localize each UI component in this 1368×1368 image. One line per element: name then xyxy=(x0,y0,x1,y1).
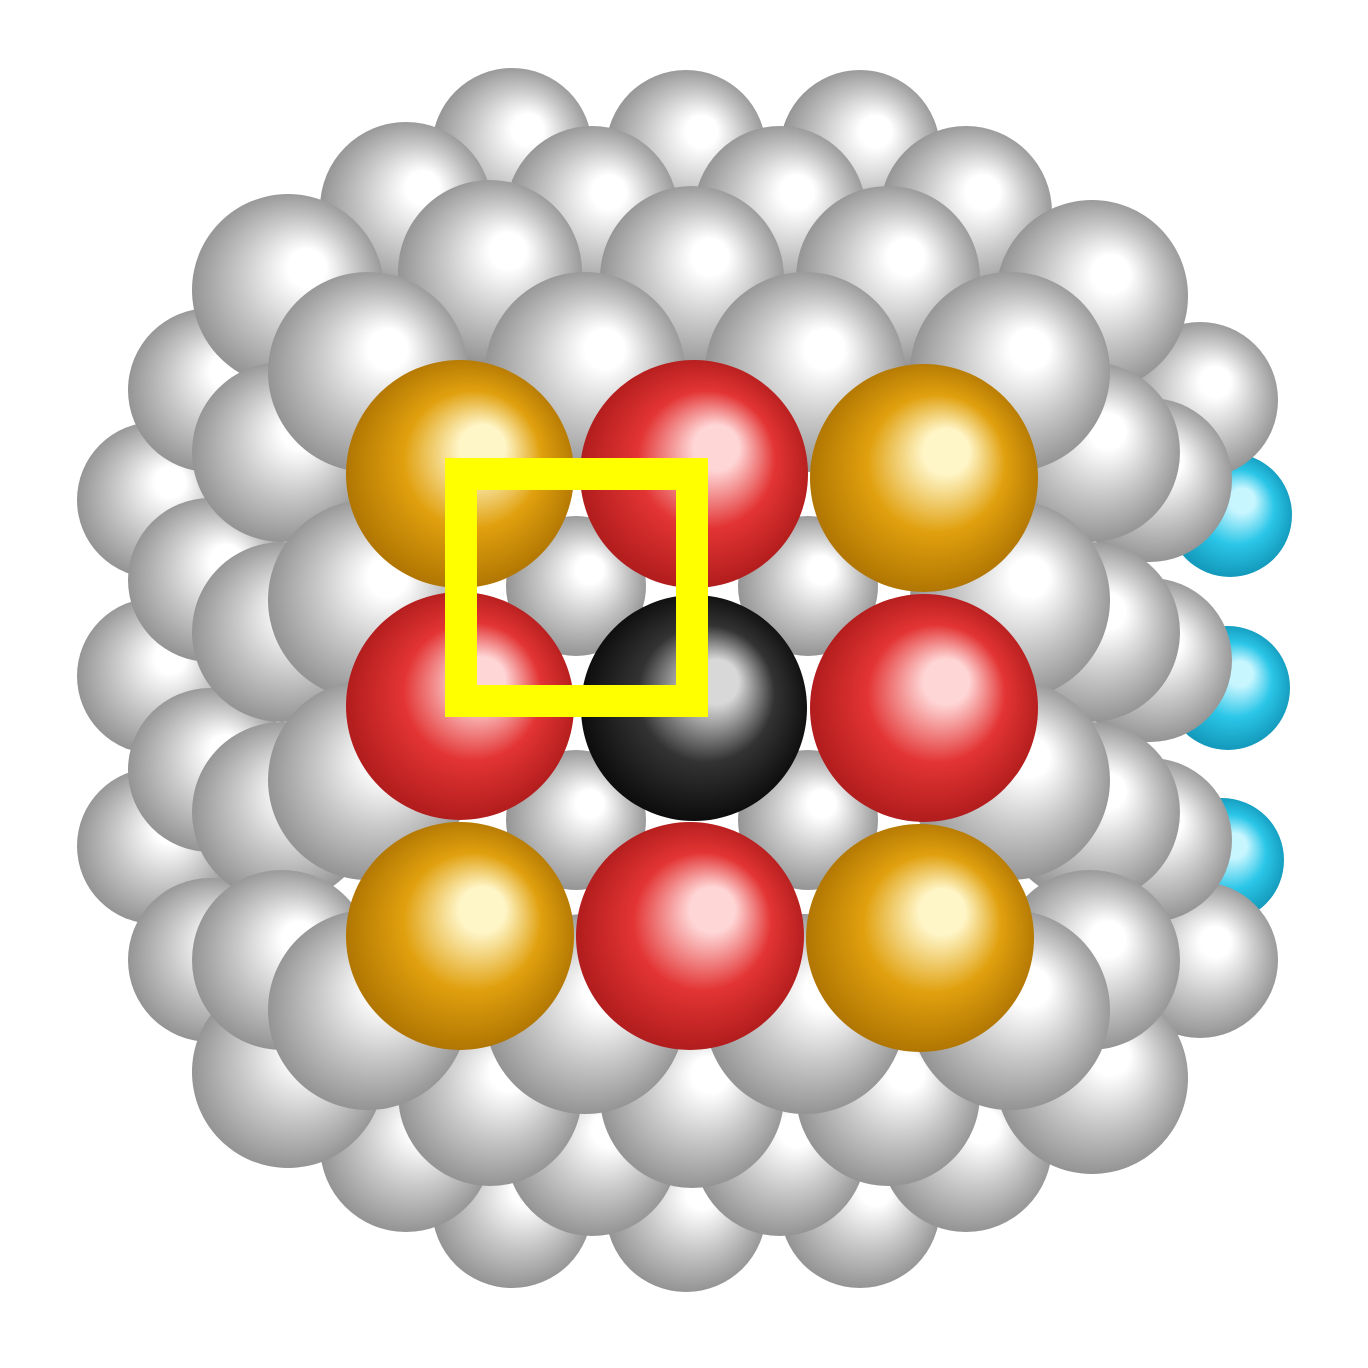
gold-atom-top-right xyxy=(810,364,1038,592)
yellow-marker-box xyxy=(445,458,708,717)
gold-atom-bottom-left xyxy=(346,822,574,1050)
red-atom-right xyxy=(810,594,1038,822)
atoms-layer xyxy=(77,68,1292,1292)
gold-atom-bottom-right xyxy=(806,824,1034,1052)
red-atom-bottom xyxy=(576,822,804,1050)
